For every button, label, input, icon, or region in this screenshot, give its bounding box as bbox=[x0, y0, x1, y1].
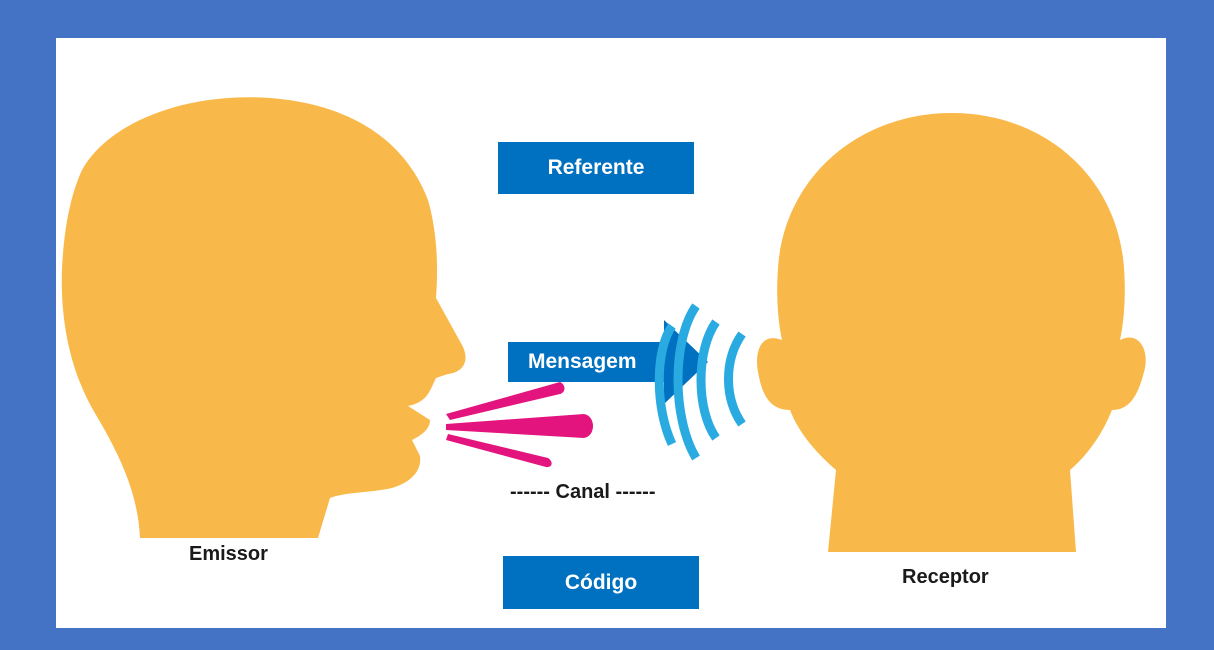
receptor-label: Receptor bbox=[902, 566, 989, 589]
referente-box: Referente bbox=[498, 142, 694, 194]
canal-label: ------ Canal ------ bbox=[510, 481, 656, 504]
emissor-label: Emissor bbox=[189, 543, 268, 566]
mensagem-label: Mensagem bbox=[528, 350, 637, 374]
speech-rays-icon bbox=[446, 382, 593, 467]
codigo-box: Código bbox=[503, 556, 699, 609]
receptor-head-icon bbox=[757, 113, 1146, 552]
referente-label: Referente bbox=[548, 156, 645, 180]
codigo-label: Código bbox=[565, 571, 637, 595]
emissor-head-icon bbox=[62, 97, 466, 538]
